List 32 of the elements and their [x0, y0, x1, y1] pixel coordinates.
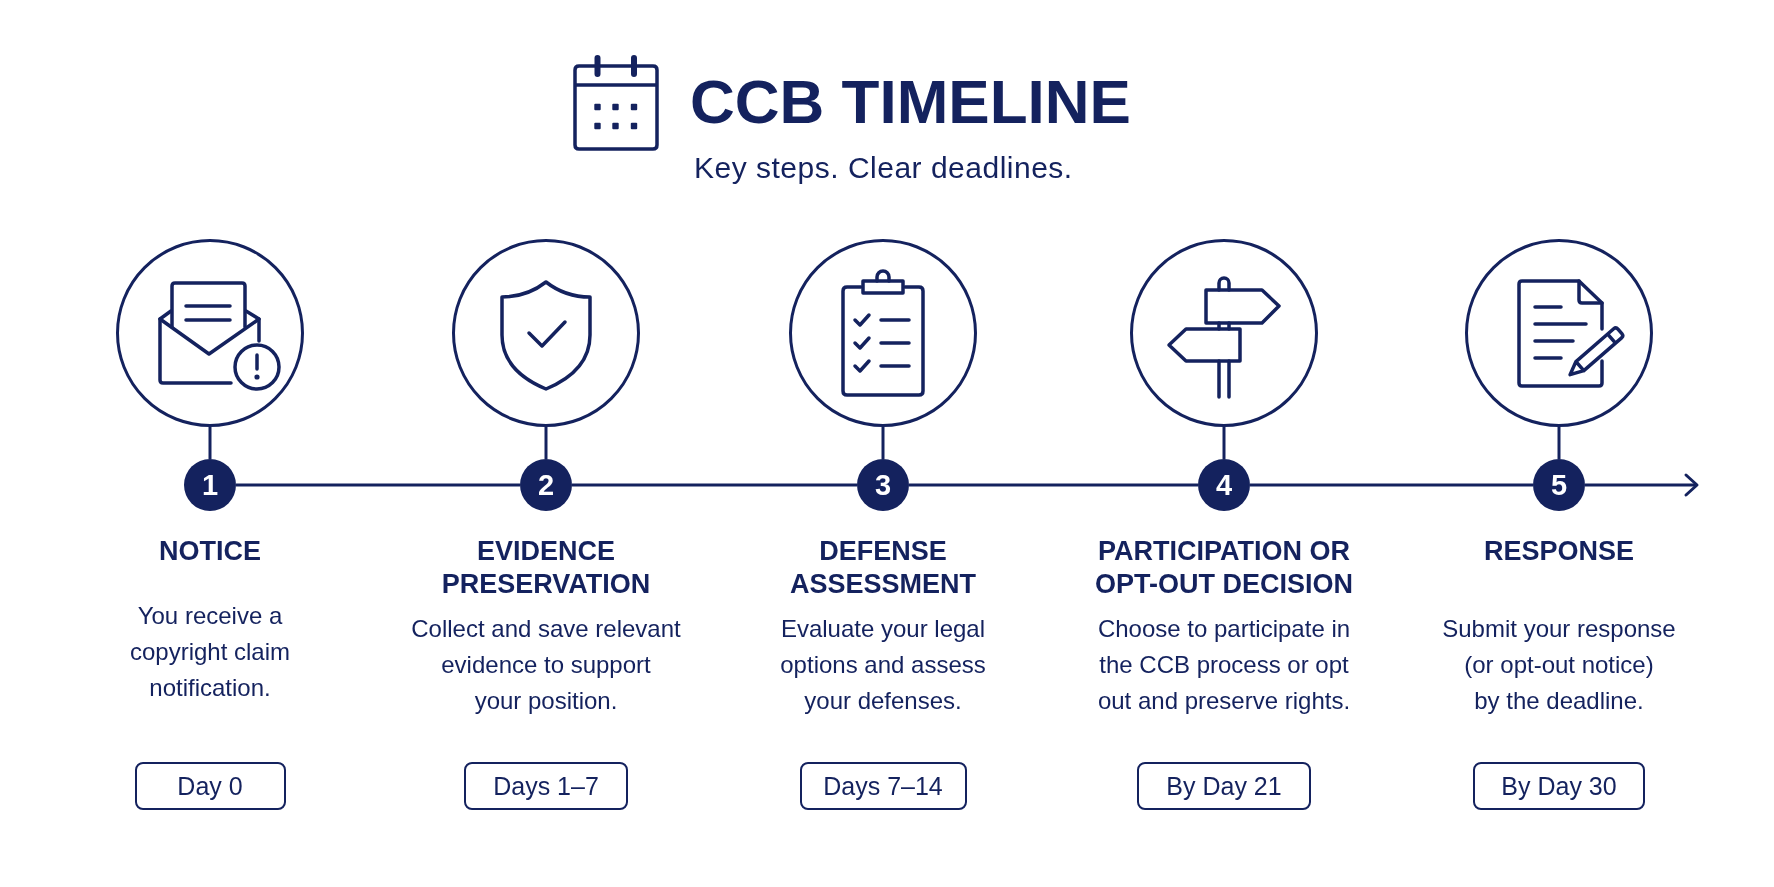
step-number: 2 [520, 459, 572, 511]
step-title: RESPONSE [1482, 535, 1635, 568]
deadline-tag: Days 7–14 [799, 762, 967, 810]
timeline-line [1250, 483, 1533, 487]
connector-line [881, 427, 885, 459]
connector-line [1222, 427, 1226, 459]
subtitle: Key steps. Clear deadlines. [694, 150, 1073, 186]
step-title: PARTICIPATION OR OPT-OUT DECISION [1094, 535, 1354, 601]
timeline-arrow [1585, 473, 1699, 497]
connector-line [208, 427, 212, 459]
step-number: 5 [1533, 459, 1585, 511]
step-number: 1 [184, 459, 236, 511]
timeline-line [909, 483, 1198, 487]
step-number: 3 [857, 459, 909, 511]
step-description: You receive a copyright claim notification. [128, 601, 292, 703]
step-description: Evaluate your legal options and assess your defenses. [779, 614, 987, 716]
title: CCB TIMELINE [690, 66, 1131, 138]
timeline-line [572, 483, 857, 487]
timeline-line [236, 483, 520, 487]
deadline-tag: Day 0 [134, 762, 286, 810]
deadline-tag: Days 1–7 [464, 762, 628, 810]
connector-line [544, 427, 548, 459]
deadline-tag: By Day 21 [1137, 762, 1311, 810]
step-description: Collect and save relevant evidence to support your position. [410, 614, 682, 716]
deadline-tag: By Day 30 [1473, 762, 1645, 810]
step-title: DEFENSE ASSESSMENT [788, 535, 977, 601]
connector-line [1557, 427, 1561, 459]
step-title: EVIDENCE PRESERVATION [440, 535, 652, 601]
step-title: NOTICE [158, 535, 262, 568]
step-description: Submit your response (or opt-out notice) by the deadline. [1441, 614, 1677, 716]
step-number: 4 [1198, 459, 1250, 511]
step-description: Choose to participate in the CCB process or opt out and preserve rights. [1096, 614, 1352, 716]
